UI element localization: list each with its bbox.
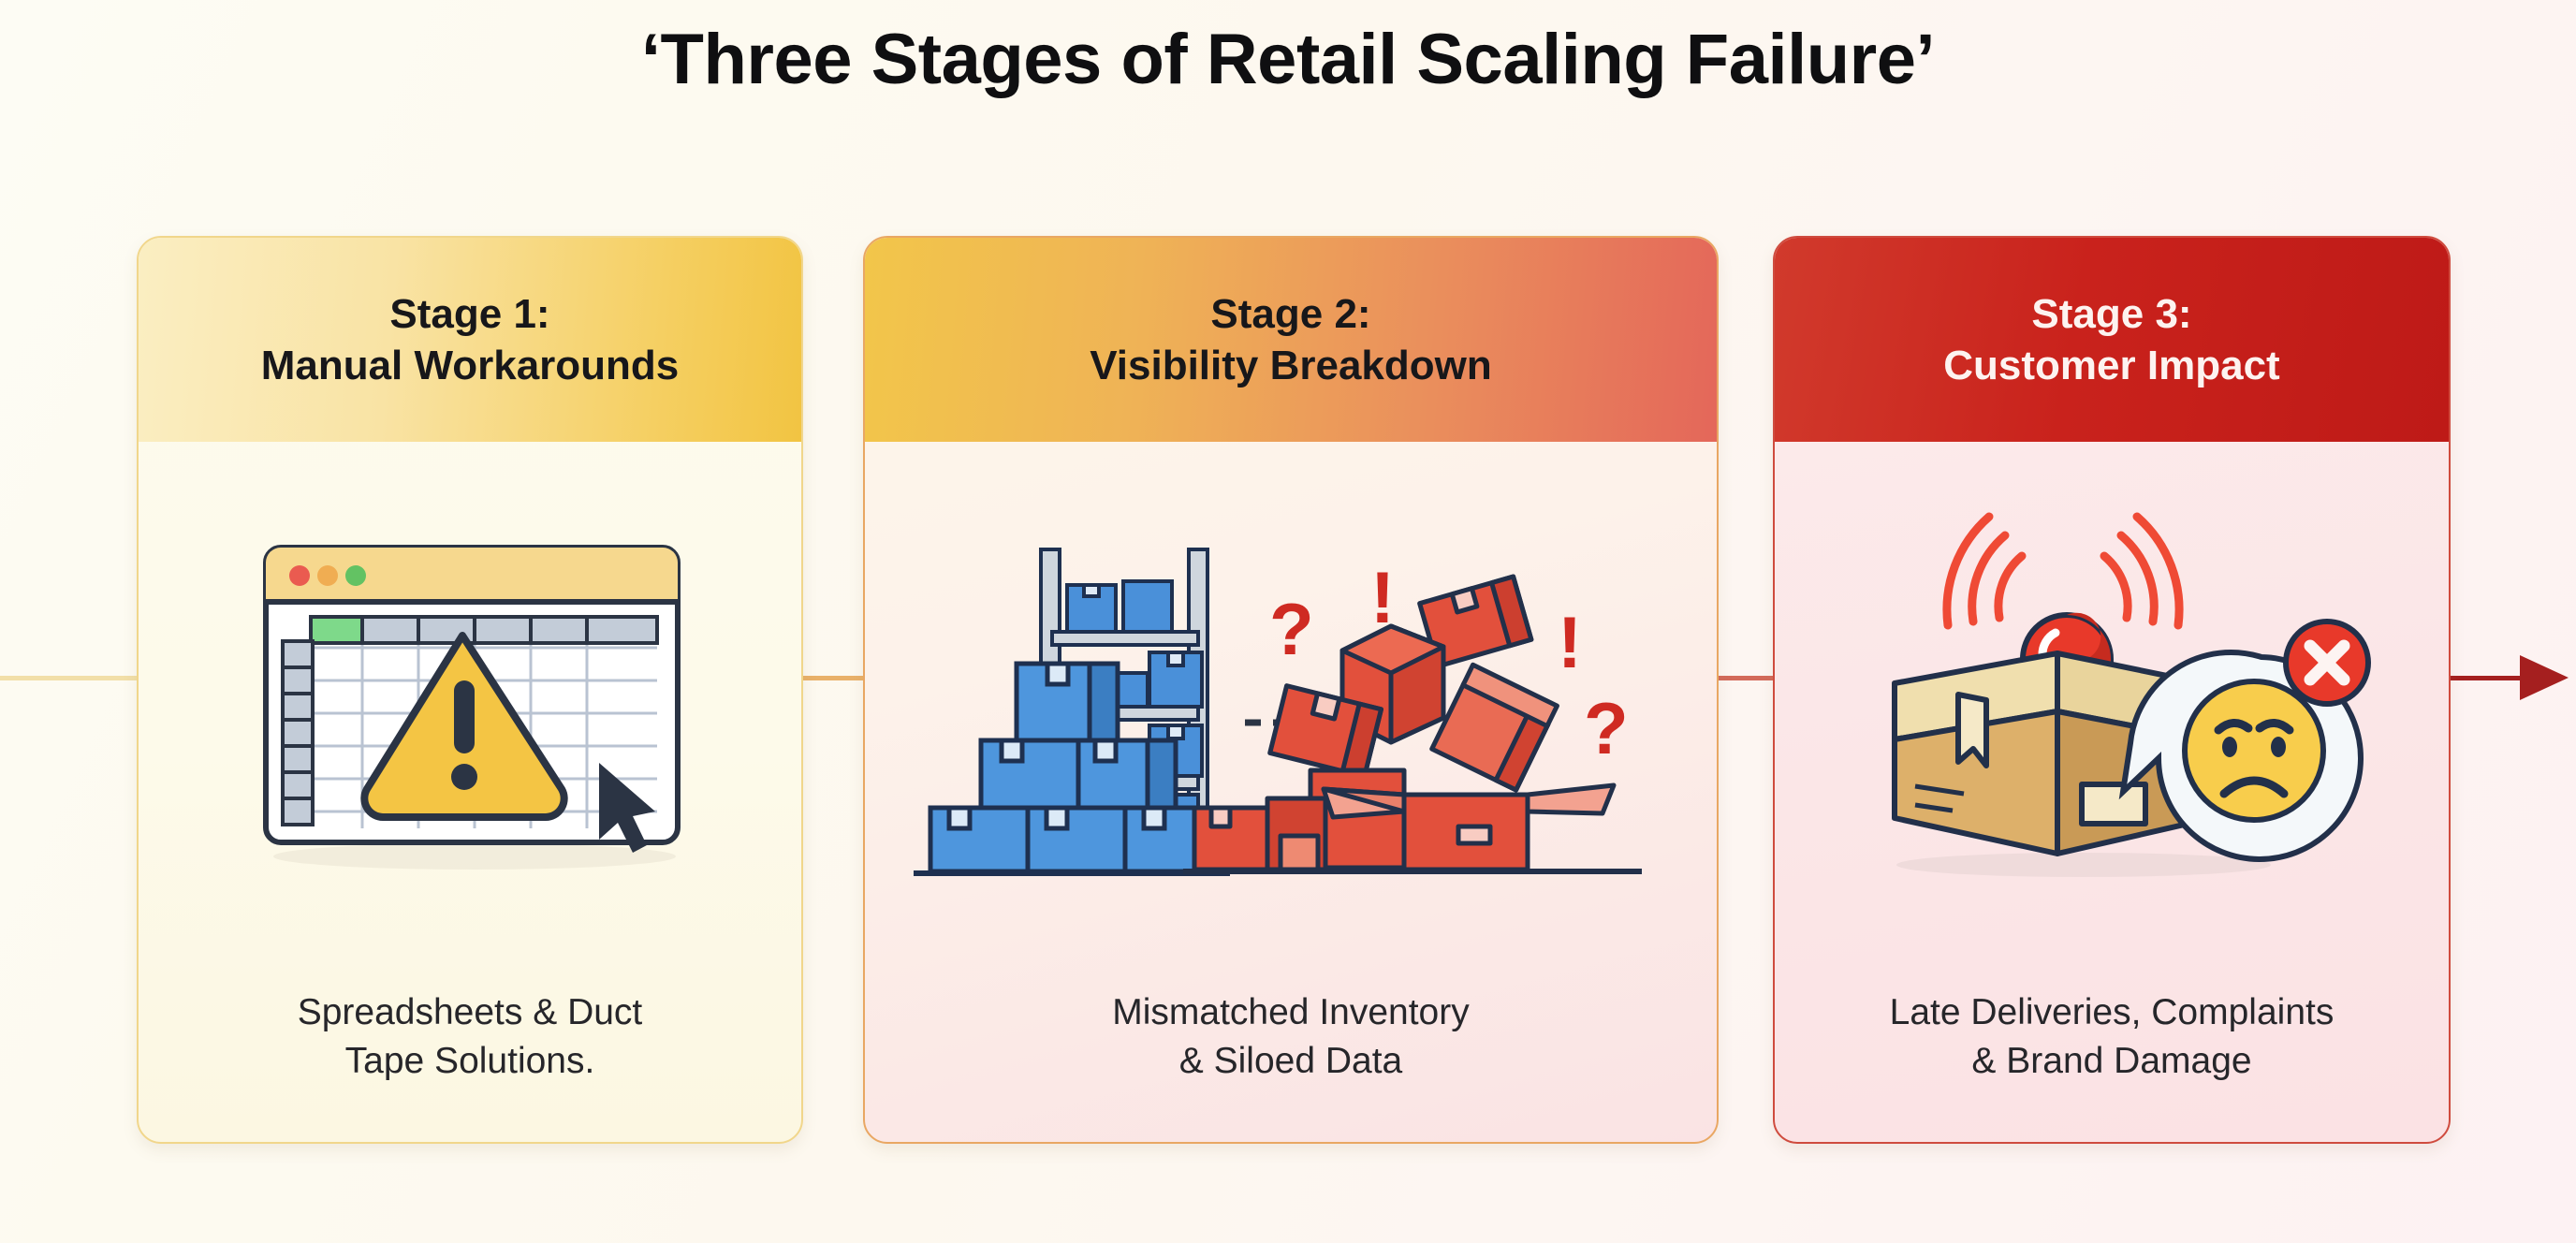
exclamation-annotation-left: ! [1370, 556, 1395, 638]
flow-line-segment-1-2 [794, 676, 897, 680]
alarm-box-angry-customer-illustration [1892, 512, 2371, 877]
question-mark-annotation-right: ? [1584, 687, 1629, 769]
stage-card-2[interactable]: Stage 2: Visibility Breakdown [863, 236, 1719, 1144]
stage-card-2-illustration: ? ! ! ? [865, 442, 1717, 966]
stage-card-3-stage-name: Customer Impact [1943, 343, 2280, 388]
caption-line-1: Spreadsheets & Duct [297, 992, 643, 1033]
question-mark-annotation-left: ? [1269, 588, 1314, 670]
caption-line-1: Mismatched Inventory [1112, 992, 1470, 1033]
flow-line-segment-start [0, 676, 150, 680]
stage-card-2-header: Stage 2: Visibility Breakdown [865, 238, 1717, 442]
stage-card-2-caption: Mismatched Inventory & Siloed Data [865, 988, 1717, 1086]
window-dot-red [289, 565, 310, 586]
stage-card-3-header: Stage 3: Customer Impact [1775, 238, 2449, 442]
caption-line-2: & Brand Damage [1971, 1041, 2252, 1082]
error-x-badge-icon [2283, 619, 2371, 707]
stage-card-1-illustration [139, 442, 801, 966]
caption-line-2: Tape Solutions. [344, 1041, 595, 1082]
spreadsheet-header-cell-active [309, 615, 364, 645]
stage-card-3-illustration [1775, 442, 2449, 966]
right-arrow-icon [2520, 655, 2569, 700]
alarm-sound-waves-icon [1942, 512, 2184, 630]
stage-card-1-stage-name: Manual Workarounds [260, 343, 680, 388]
stage-card-1-header: Stage 1: Manual Workarounds [139, 238, 801, 442]
angry-customer-bubble-icon [2118, 649, 2364, 862]
flow-line-segment-2-3 [1704, 676, 1807, 680]
boxes-order-to-chaos-illustration: ? ! ! ? [914, 548, 1642, 876]
exclamation-annotation-right: ! [1558, 601, 1582, 683]
stage-card-1-stage-label: Stage 1: [389, 290, 550, 337]
stage-card-3-stage-label: Stage 3: [2031, 290, 2192, 337]
page-title: ‘Three Stages of Retail Scaling Failure’ [640, 20, 1936, 99]
flow-line-segment-end [2430, 676, 2531, 680]
stage-card-1[interactable]: Stage 1: Manual Workarounds [137, 236, 803, 1144]
window-dot-green [345, 565, 366, 586]
stage-card-2-stage-name: Visibility Breakdown [1090, 343, 1492, 388]
warning-triangle-icon [360, 632, 568, 821]
caption-line-2: & Siloed Data [1178, 1041, 1403, 1082]
stage-card-3[interactable]: Stage 3: Customer Impact [1773, 236, 2451, 1144]
window-dot-amber [317, 565, 338, 586]
arrow-cursor-icon [599, 763, 655, 853]
angry-face-icon [2182, 679, 2326, 823]
stage-card-1-caption: Spreadsheets & Duct Tape Solutions. [139, 988, 801, 1086]
spreadsheet-warning-illustration [263, 545, 681, 870]
stage-card-2-stage-label: Stage 2: [1210, 290, 1371, 337]
caption-line-1: Late Deliveries, Complaints [1889, 992, 2334, 1033]
stage-card-3-caption: Late Deliveries, Complaints & Brand Dama… [1775, 988, 2449, 1086]
